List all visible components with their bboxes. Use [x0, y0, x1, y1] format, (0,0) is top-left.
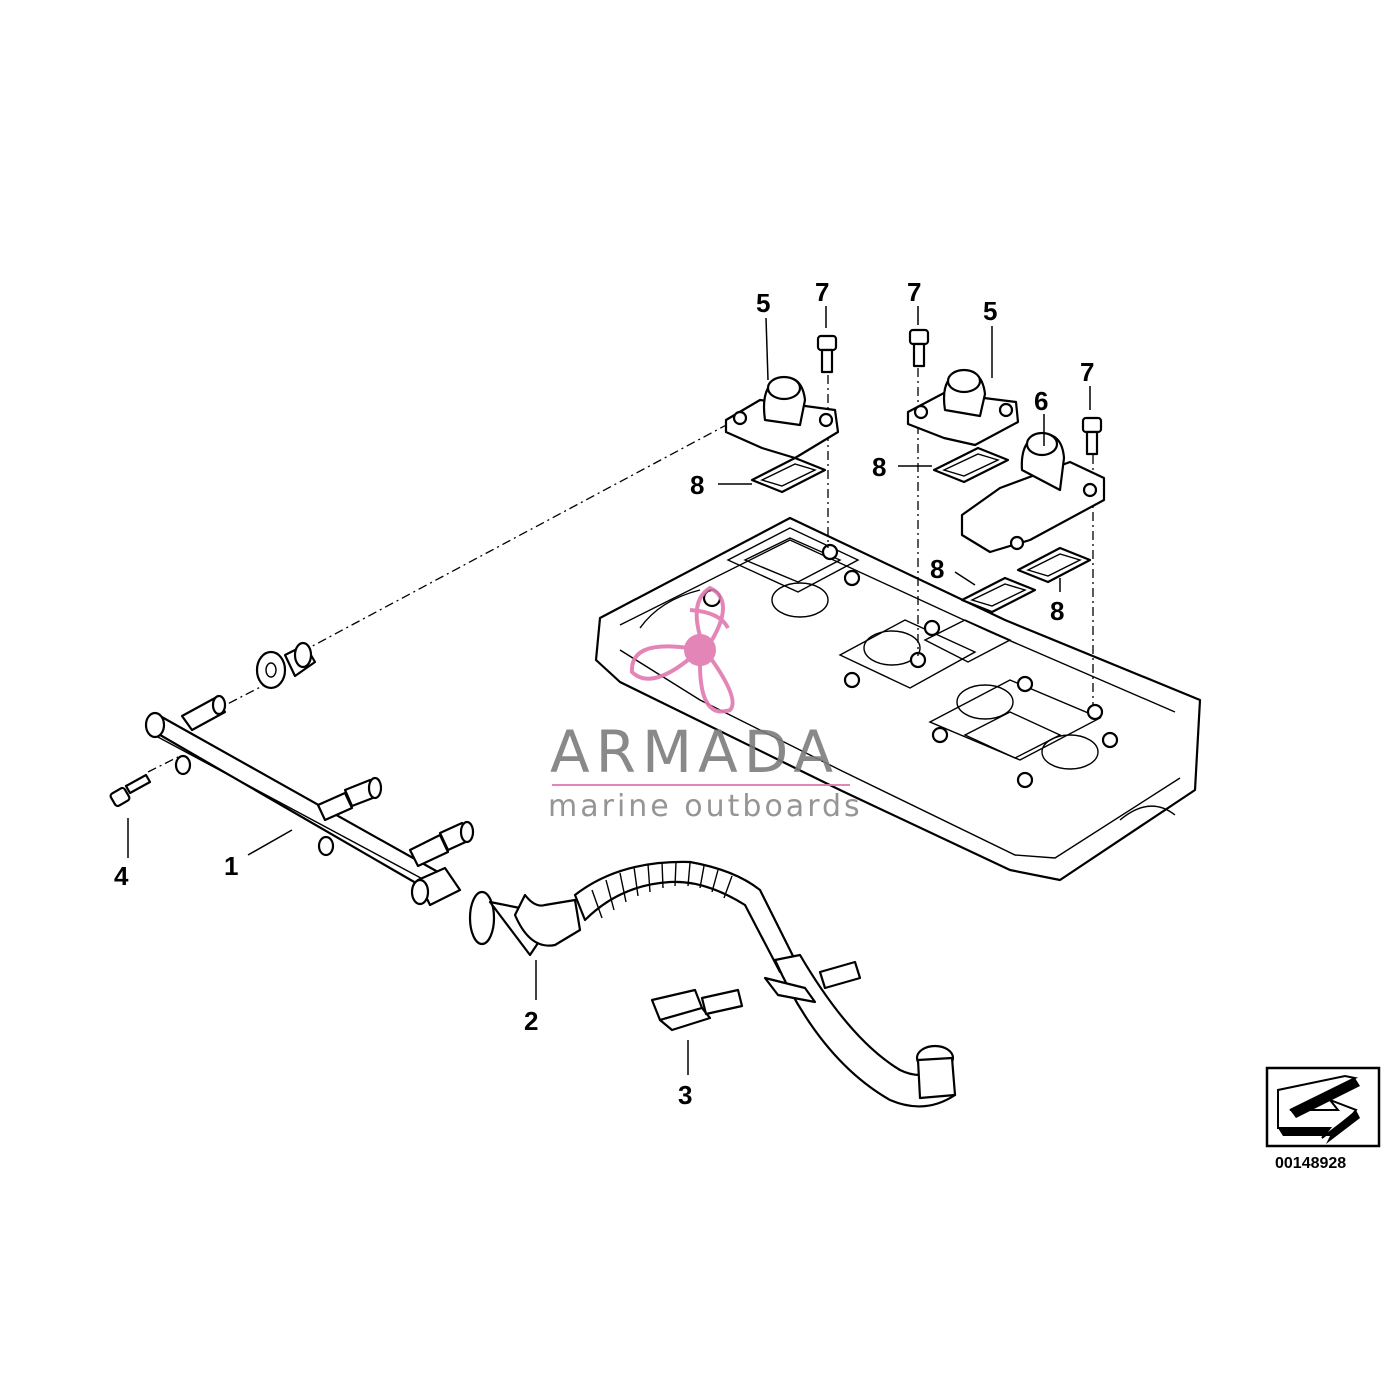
- callout-7-middle: 7: [907, 277, 921, 307]
- callout-4: 4: [114, 861, 129, 891]
- watermark-title: ARMADA: [550, 718, 839, 786]
- part-5-left-housing: [724, 375, 840, 460]
- callout-8-lower: 8: [930, 554, 944, 584]
- callout-2: 2: [524, 1006, 538, 1036]
- callout-6: 6: [1034, 386, 1048, 416]
- part-3-clip: [650, 988, 744, 1032]
- callout-8-left: 8: [690, 470, 704, 500]
- part-5-right-housing: [906, 368, 1020, 447]
- propeller-anchor-icon: [629, 585, 735, 714]
- callout-7-left: 7: [815, 277, 829, 307]
- callout-leaders: [127, 306, 1091, 1075]
- callout-8-right: 8: [1050, 596, 1064, 626]
- callout-5-right: 5: [983, 296, 997, 326]
- part-8-gaskets: [750, 446, 1092, 614]
- direction-arrow-icon: [1277, 1074, 1360, 1144]
- part-7-screws: [816, 328, 1103, 456]
- reference-number: 00148928: [1275, 1155, 1346, 1172]
- watermark: ARMADA marine outboards: [548, 585, 863, 824]
- callout-7-right: 7: [1080, 357, 1094, 387]
- watermark-subtitle: marine outboards: [548, 789, 863, 824]
- part-2-hose: [468, 860, 957, 1108]
- part-1-pipe: [144, 694, 475, 907]
- callout-8-middle: 8: [872, 452, 886, 482]
- grommet-connector: [255, 641, 317, 690]
- callout-3: 3: [678, 1080, 692, 1110]
- valve-cover: [594, 516, 1202, 882]
- callout-1: 1: [224, 851, 238, 881]
- watermark-divider: [552, 784, 850, 786]
- callout-5-left: 5: [756, 288, 770, 318]
- part-4-screw: [109, 773, 152, 808]
- callout-labels: 1 2 3 4 5 5 6 7 7 7 8 8 8 8: [114, 277, 1094, 1110]
- reference-box: 00148928: [1265, 1066, 1381, 1172]
- part-6-cover: [960, 431, 1106, 554]
